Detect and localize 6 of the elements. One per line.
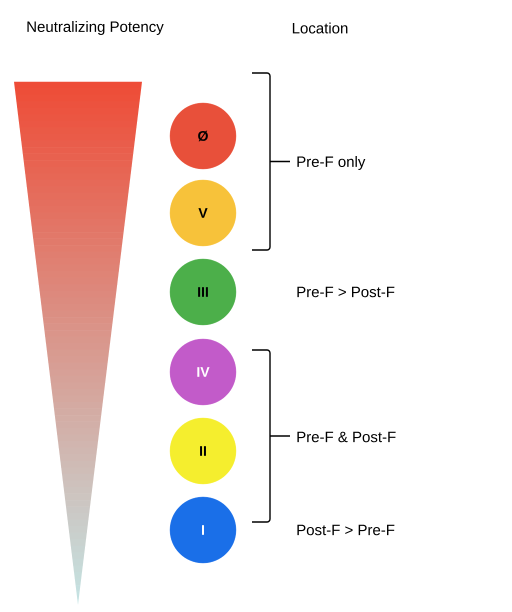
column-header: Location xyxy=(292,22,348,34)
location-label: Pre-F & Post-F xyxy=(297,432,396,442)
location-label: Pre-F only xyxy=(297,156,366,170)
location-label: Pre-F > Post-F xyxy=(297,286,394,298)
column-header: Neutralizing Potency xyxy=(27,21,164,35)
location-label: Post-F > Pre-F xyxy=(297,524,394,536)
